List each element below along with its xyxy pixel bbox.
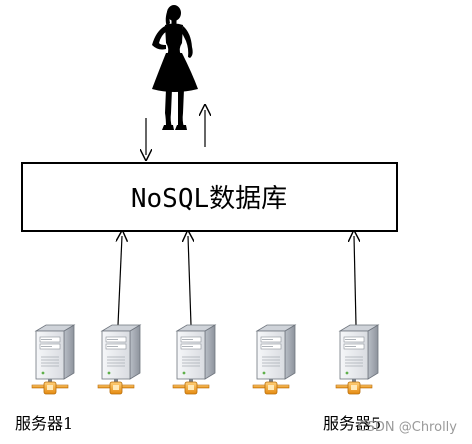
database-label: NoSQL数据库 — [131, 184, 287, 214]
server-icon — [252, 324, 296, 395]
watermark-text: CSDN @Chrolly — [358, 420, 458, 435]
server-3-arrow — [188, 236, 191, 326]
server-5-label: 服务器5 — [323, 414, 381, 433]
server-icon — [335, 324, 379, 395]
server-icon — [97, 324, 141, 395]
nosql-database-box — [21, 162, 398, 232]
server-2-arrow — [118, 236, 122, 326]
woman-silhouette-icon — [152, 5, 198, 130]
server-1-label: 服务器1 — [15, 414, 73, 433]
server-5-arrow — [354, 236, 356, 326]
server-icon — [172, 324, 216, 395]
server-icon — [31, 324, 75, 395]
